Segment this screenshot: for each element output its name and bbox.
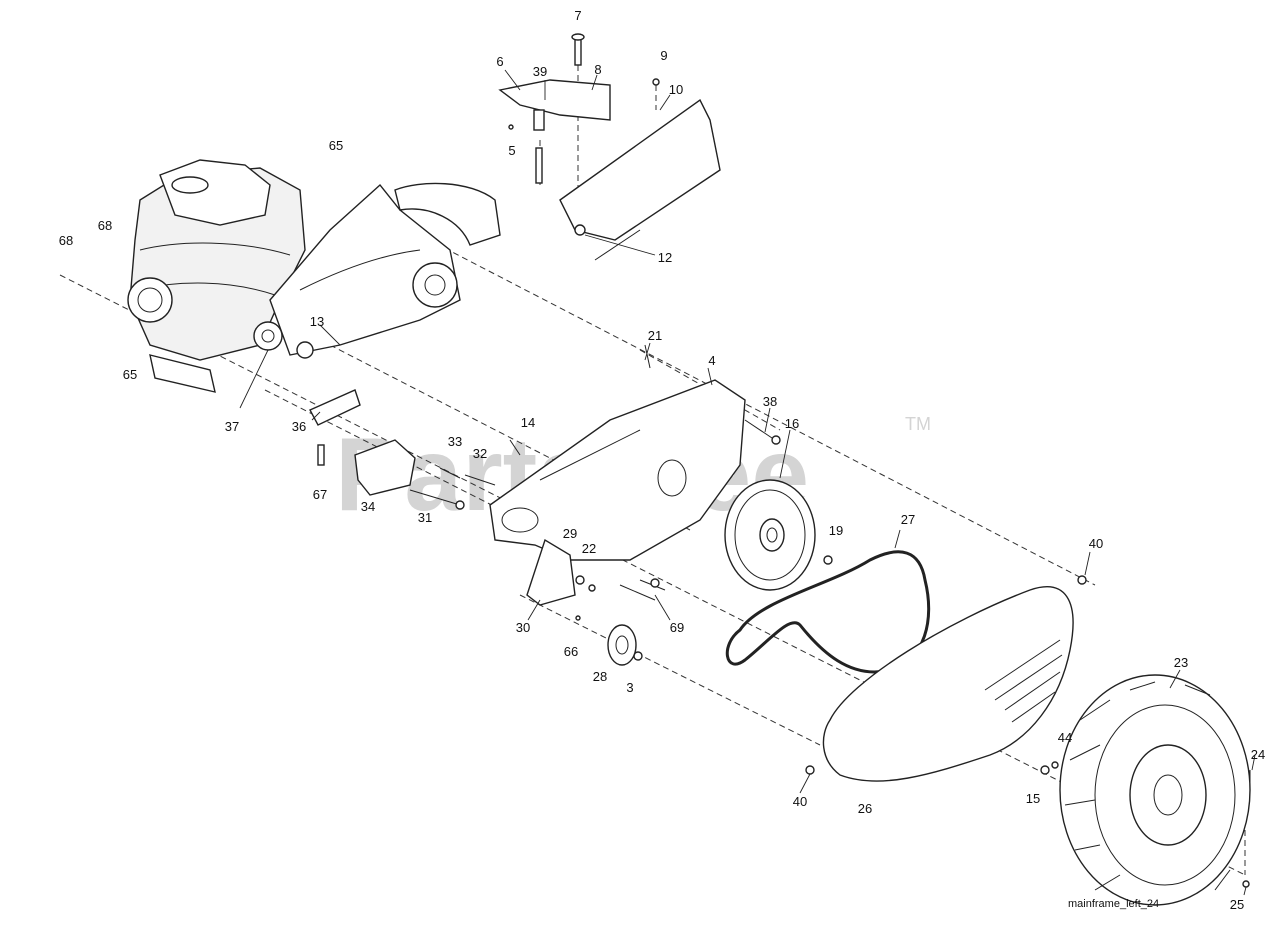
callout-40-bottom: 40 bbox=[793, 794, 807, 809]
callout-7: 7 bbox=[574, 8, 581, 23]
pulley-large bbox=[724, 479, 816, 591]
callout-65-top: 65 bbox=[329, 138, 343, 153]
callout-28: 28 bbox=[593, 669, 607, 684]
callout-32: 32 bbox=[473, 446, 487, 461]
hardware-parts bbox=[309, 344, 781, 661]
callout-13: 13 bbox=[310, 314, 324, 329]
callout-19: 19 bbox=[829, 523, 843, 538]
callout-36: 36 bbox=[292, 419, 306, 434]
callout-26: 26 bbox=[858, 801, 872, 816]
callout-65-bottom: 65 bbox=[123, 367, 137, 382]
callout-27: 27 bbox=[901, 512, 915, 527]
callout-44: 44 bbox=[1058, 730, 1072, 745]
leader-lines bbox=[239, 69, 1256, 896]
watermark-trademark: TM bbox=[905, 414, 931, 434]
callout-30: 30 bbox=[516, 620, 530, 635]
tine-shield bbox=[559, 98, 721, 261]
callout-4: 4 bbox=[708, 353, 715, 368]
hex-nut bbox=[823, 555, 833, 565]
callout-21: 21 bbox=[648, 328, 662, 343]
pulley-small bbox=[607, 624, 637, 666]
callout-38: 38 bbox=[763, 394, 777, 409]
callout-69: 69 bbox=[670, 620, 684, 635]
callout-16: 16 bbox=[785, 416, 799, 431]
callout-25: 25 bbox=[1230, 897, 1244, 912]
main-frame bbox=[269, 182, 501, 359]
callout-14: 14 bbox=[521, 415, 535, 430]
callout-31: 31 bbox=[418, 510, 432, 525]
callout-9: 9 bbox=[660, 48, 667, 63]
callout-24: 24 bbox=[1251, 747, 1265, 762]
callout-3: 3 bbox=[626, 680, 633, 695]
callout-10: 10 bbox=[669, 82, 683, 97]
callout-68-left: 68 bbox=[59, 233, 73, 248]
callout-37: 37 bbox=[225, 419, 239, 434]
callout-8: 8 bbox=[594, 62, 601, 77]
callout-6: 6 bbox=[496, 54, 503, 69]
callout-66: 66 bbox=[564, 644, 578, 659]
diagram-caption: mainframe_left_24 bbox=[1068, 898, 1159, 910]
callout-40-top: 40 bbox=[1089, 536, 1103, 551]
depth-bar-assembly bbox=[498, 33, 660, 184]
callout-39: 39 bbox=[533, 64, 547, 79]
belt-cover bbox=[805, 575, 1087, 782]
callout-5: 5 bbox=[508, 143, 515, 158]
wheel-tire bbox=[1040, 674, 1251, 906]
callout-12: 12 bbox=[658, 250, 672, 265]
callout-34: 34 bbox=[361, 499, 375, 514]
inner-plate bbox=[489, 379, 746, 561]
callout-33: 33 bbox=[448, 434, 462, 449]
callout-67: 67 bbox=[313, 487, 327, 502]
callout-22: 22 bbox=[582, 541, 596, 556]
engine-assembly bbox=[127, 159, 306, 393]
callout-15: 15 bbox=[1026, 791, 1040, 806]
callout-labels: 7 6 39 8 9 10 5 65 68 68 12 13 21 65 4 3… bbox=[59, 8, 1265, 912]
callout-23: 23 bbox=[1174, 655, 1188, 670]
callout-29: 29 bbox=[563, 526, 577, 541]
callout-68-right: 68 bbox=[98, 218, 112, 233]
